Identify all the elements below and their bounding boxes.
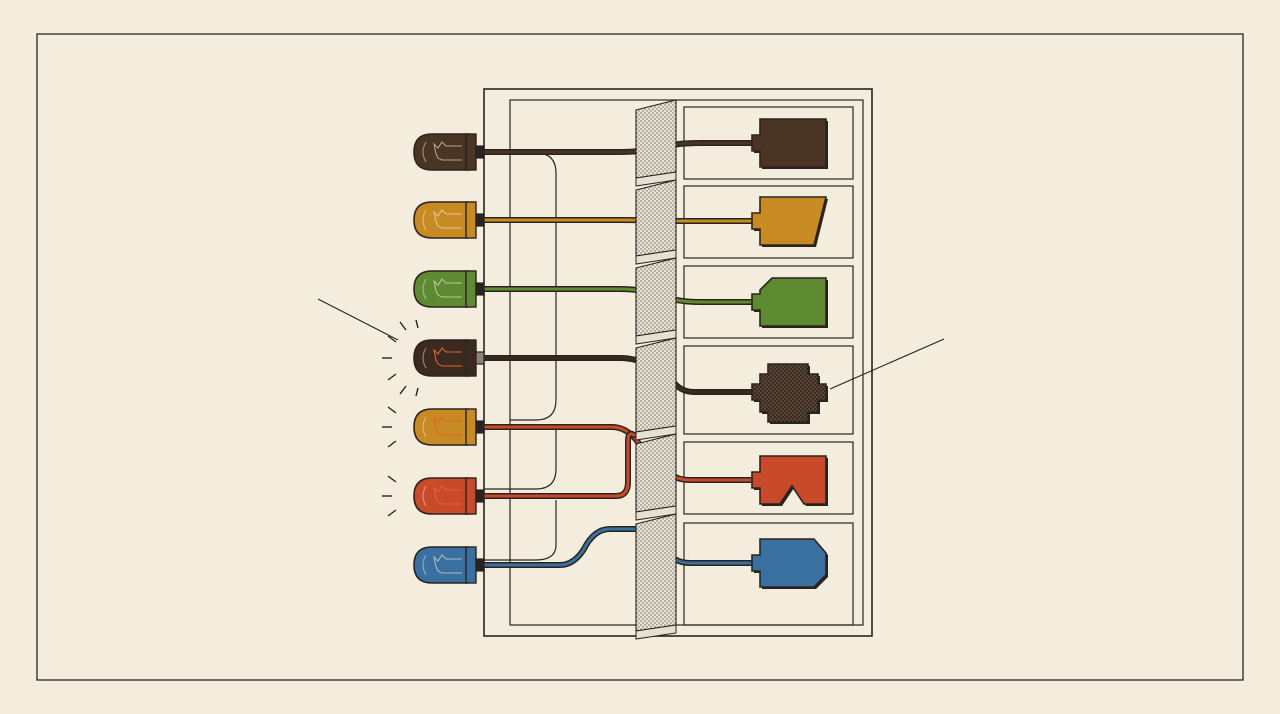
- lamp-ray-3-4: [399, 385, 407, 395]
- lamp-ray-4-2: [387, 440, 397, 448]
- wires: [481, 140, 755, 568]
- wire-4: [482, 425, 754, 482]
- strip-segment-2: [635, 257, 677, 337]
- terminal-5: [751, 538, 827, 588]
- indicator-lamp-1: [413, 201, 485, 239]
- lamp-filament-2: [433, 278, 462, 298]
- lamp-bulb-4: [413, 408, 469, 446]
- indicator-lamps: [382, 133, 485, 584]
- wire-outline-2: [481, 286, 755, 305]
- lamp-highlight-1: [422, 209, 427, 231]
- connector-strip: [635, 99, 677, 640]
- lamp-highlight-2: [422, 278, 427, 300]
- lamp-base-4: [475, 420, 485, 434]
- lamp-base-5: [475, 489, 485, 503]
- strip-segment-5: [635, 513, 677, 632]
- indicator-lamp-4: [382, 406, 485, 448]
- lamp-base-0: [475, 145, 485, 159]
- lamp-filament-5: [433, 485, 462, 505]
- lamp-bulb-3: [413, 339, 469, 377]
- wire-5: [482, 432, 636, 498]
- outer-frame: [36, 33, 1244, 681]
- lamp-highlight-4: [422, 416, 427, 438]
- bus-loop-lower: [484, 430, 557, 561]
- lamp-ray-3-3: [399, 321, 407, 331]
- lamp-collar-6: [465, 546, 477, 584]
- lamp-filament-3: [433, 347, 462, 367]
- wire-1: [482, 218, 754, 223]
- wire-0: [482, 141, 754, 154]
- lamp-collar-0: [465, 133, 477, 171]
- terminal-0: [751, 118, 827, 168]
- lamp-ray-4-1: [387, 406, 397, 414]
- indicator-lamp-3: [382, 319, 485, 397]
- lamp-collar-2: [465, 270, 477, 308]
- lamp-ray-3-2: [387, 373, 397, 381]
- strip-gap-5: [635, 624, 677, 640]
- callout-line-right: [829, 338, 945, 390]
- callout-line-left: [317, 298, 399, 341]
- strip-segment-3: [635, 337, 677, 433]
- terminals: [751, 118, 828, 589]
- lamp-filament-0: [433, 141, 462, 161]
- indicator-lamp-2: [413, 270, 485, 308]
- lamp-highlight-3: [422, 347, 427, 369]
- strip-segment-4: [635, 433, 677, 513]
- lamp-collar-5: [465, 477, 477, 515]
- lamp-ray-3-6: [415, 387, 419, 397]
- terminal-4: [751, 455, 827, 505]
- lamp-base-3: [475, 351, 485, 365]
- lamp-filament-6: [433, 554, 462, 574]
- lamp-ray-3-1: [387, 335, 397, 343]
- strip-segment-1: [635, 179, 677, 257]
- lamp-base-6: [475, 558, 485, 572]
- lamp-highlight-6: [422, 554, 427, 576]
- indicator-lamp-6: [413, 546, 485, 584]
- terminal-2: [751, 277, 827, 327]
- lamp-ray-3-5: [415, 319, 419, 329]
- lamp-highlight-5: [422, 485, 427, 507]
- lamp-bulb-0: [413, 133, 469, 171]
- lamp-ray-5-2: [387, 509, 397, 517]
- lamp-filament-4: [433, 416, 462, 436]
- lamp-collar-1: [465, 201, 477, 239]
- strip-segment-0: [635, 99, 677, 179]
- lamp-bulb-2: [413, 270, 469, 308]
- lamp-bulb-5: [413, 477, 469, 515]
- terminal-3: [751, 363, 827, 423]
- lamp-bulb-6: [413, 546, 469, 584]
- lamp-ray-5-1: [387, 475, 397, 483]
- terminal-slot-5: [683, 522, 854, 626]
- wire-outline-5: [481, 430, 637, 499]
- wire-outline-3: [481, 355, 755, 395]
- wire-outline-4: [481, 424, 755, 483]
- lamp-bulb-1: [413, 201, 469, 239]
- wire-3: [482, 356, 754, 394]
- lamp-collar-4: [465, 408, 477, 446]
- lamp-collar-3: [465, 339, 477, 377]
- lamp-base-1: [475, 213, 485, 227]
- terminal-1: [751, 196, 828, 246]
- lamp-base-2: [475, 282, 485, 296]
- indicator-lamp-5: [382, 475, 485, 517]
- lamp-highlight-0: [422, 141, 427, 163]
- indicator-lamp-0: [413, 133, 485, 171]
- lamp-filament-1: [433, 209, 462, 229]
